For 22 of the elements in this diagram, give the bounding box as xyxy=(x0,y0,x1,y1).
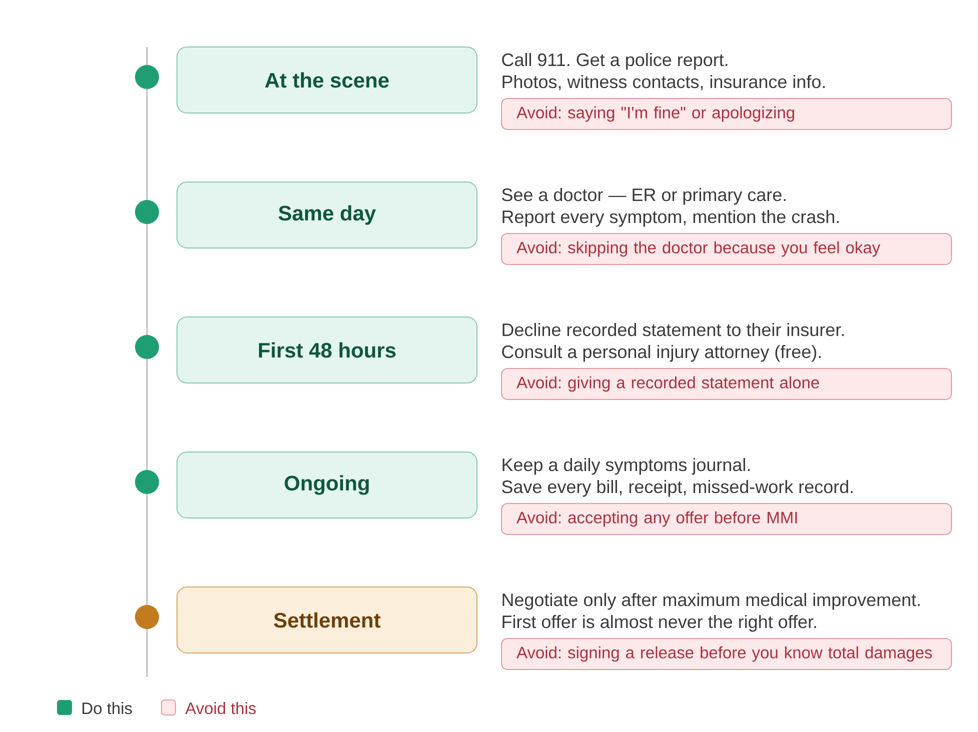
stage-box: Settlement xyxy=(176,586,478,654)
legend-label: Avoid this xyxy=(185,702,256,714)
step-description: See a doctor — ER or primary care. xyxy=(502,188,786,205)
warning-box: Avoid: accepting any offer before MMI xyxy=(501,503,952,535)
legend-label: Do this xyxy=(82,702,132,714)
step-description: First offer is almost never the right offer. xyxy=(502,614,816,632)
step-description: Consult a personal injury attorney (free). xyxy=(502,344,821,362)
warning-box: Avoid: giving a recorded statement alone xyxy=(501,368,952,400)
stage-box: Same day xyxy=(176,182,478,248)
stage-box: Ongoing xyxy=(176,452,478,518)
step-description: Photos, witness contacts, insurance info. xyxy=(502,74,825,90)
step-description: Report every symptom, mention the crash. xyxy=(502,210,839,227)
stage-box: First 48 hours xyxy=(176,316,478,384)
warning-box: Avoid: signing a release before you know total damages xyxy=(501,638,952,670)
warning-box: Avoid: skipping the doctor because you feel okay xyxy=(501,233,952,265)
warning-box: Avoid: saying "I'm fine" or apologizing xyxy=(501,98,952,130)
stage-box: At the scene xyxy=(176,46,478,114)
step-description: Keep a daily symptoms journal. xyxy=(502,458,750,475)
step-description: Call 911. Get a police report. xyxy=(502,52,728,70)
step-description: Decline recorded statement to their insurer. xyxy=(502,322,844,336)
step-description: Save every bill, receipt, missed-work record. xyxy=(502,480,853,497)
step-description: Negotiate only after maximum medical improvement. xyxy=(502,592,920,610)
